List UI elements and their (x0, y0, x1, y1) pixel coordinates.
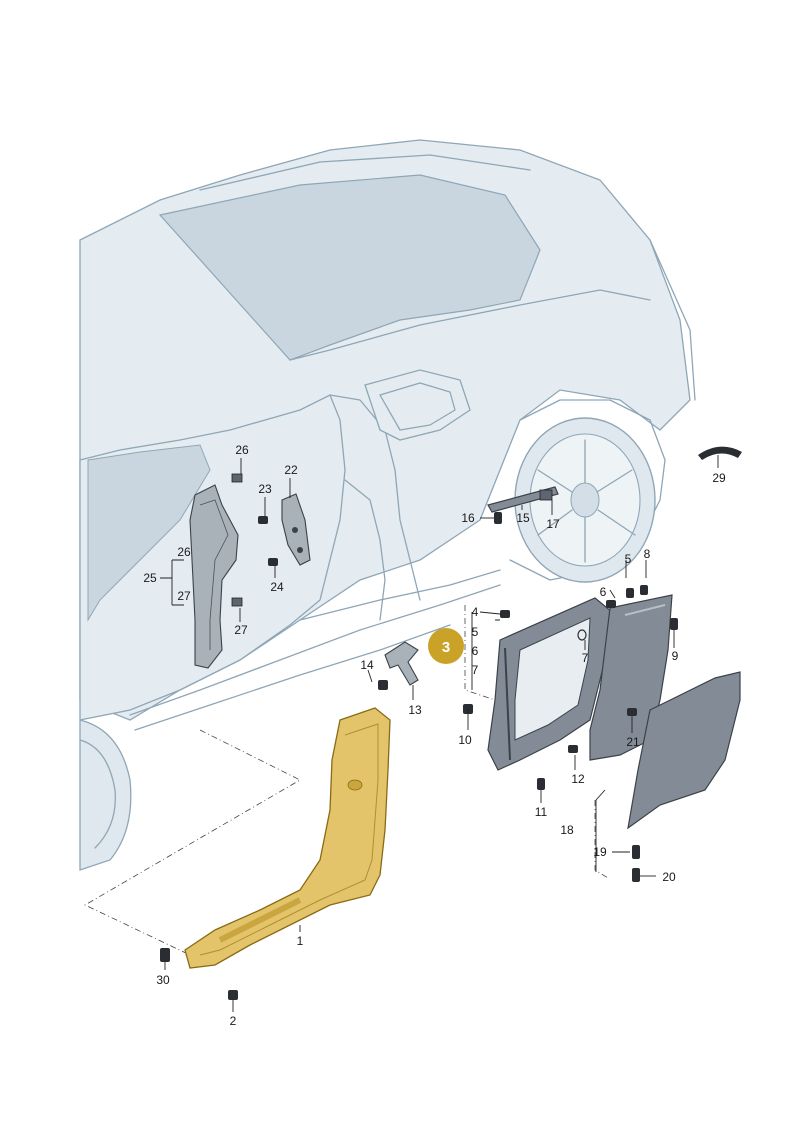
callout-29: 29 (712, 471, 726, 485)
callout-7b: 7 (582, 651, 589, 665)
part-badge: 3 (428, 628, 464, 664)
leader-lines (160, 455, 719, 1012)
callout-5b: 5 (625, 552, 632, 566)
callout-6b: 6 (600, 585, 607, 599)
callout-13: 13 (408, 703, 422, 717)
callout-16: 16 (461, 511, 475, 525)
callout-8: 8 (644, 547, 651, 561)
callout-27a: 27 (234, 623, 248, 637)
reference-lines (84, 605, 609, 956)
part-1-sill-trim (184, 707, 391, 969)
callout-labels: 1 2 4 5 6 7 5 6 7 8 9 10 11 12 13 14 15 … (143, 443, 726, 1028)
part-25-pillar-trim (189, 473, 243, 669)
callout-2: 2 (230, 1014, 237, 1028)
part-5-quarter-panel-frame (487, 597, 613, 771)
callout-12: 12 (571, 772, 585, 786)
callout-25: 25 (143, 571, 157, 585)
callout-6a: 6 (472, 644, 479, 658)
callout-30: 30 (156, 973, 170, 987)
part-18-flap (627, 671, 741, 830)
callout-11: 11 (535, 805, 548, 819)
callout-17: 17 (546, 517, 560, 531)
callout-22: 22 (284, 463, 298, 477)
part-15-strip (487, 486, 559, 513)
callout-19: 19 (593, 845, 607, 859)
callout-4: 4 (472, 605, 479, 619)
callout-27b: 27 (177, 589, 191, 603)
front-wheel (79, 719, 132, 871)
fasteners (160, 512, 678, 1000)
callout-26b: 26 (177, 545, 191, 559)
callout-1: 1 (297, 934, 304, 948)
callout-5a: 5 (472, 625, 479, 639)
callout-10: 10 (458, 733, 472, 747)
callout-15: 15 (516, 511, 530, 525)
callout-23: 23 (258, 482, 272, 496)
part-22-bracket (281, 493, 311, 566)
callout-9: 9 (672, 649, 679, 663)
part-29-trim (698, 446, 742, 460)
badge-label: 3 (442, 639, 450, 656)
callout-21: 21 (626, 735, 640, 749)
callout-24: 24 (270, 580, 284, 594)
part-13-bracket (384, 641, 419, 686)
callout-14: 14 (360, 658, 374, 672)
callout-18: 18 (560, 823, 574, 837)
callout-26a: 26 (235, 443, 249, 457)
callout-20: 20 (662, 870, 676, 884)
callout-7a: 7 (472, 663, 479, 677)
